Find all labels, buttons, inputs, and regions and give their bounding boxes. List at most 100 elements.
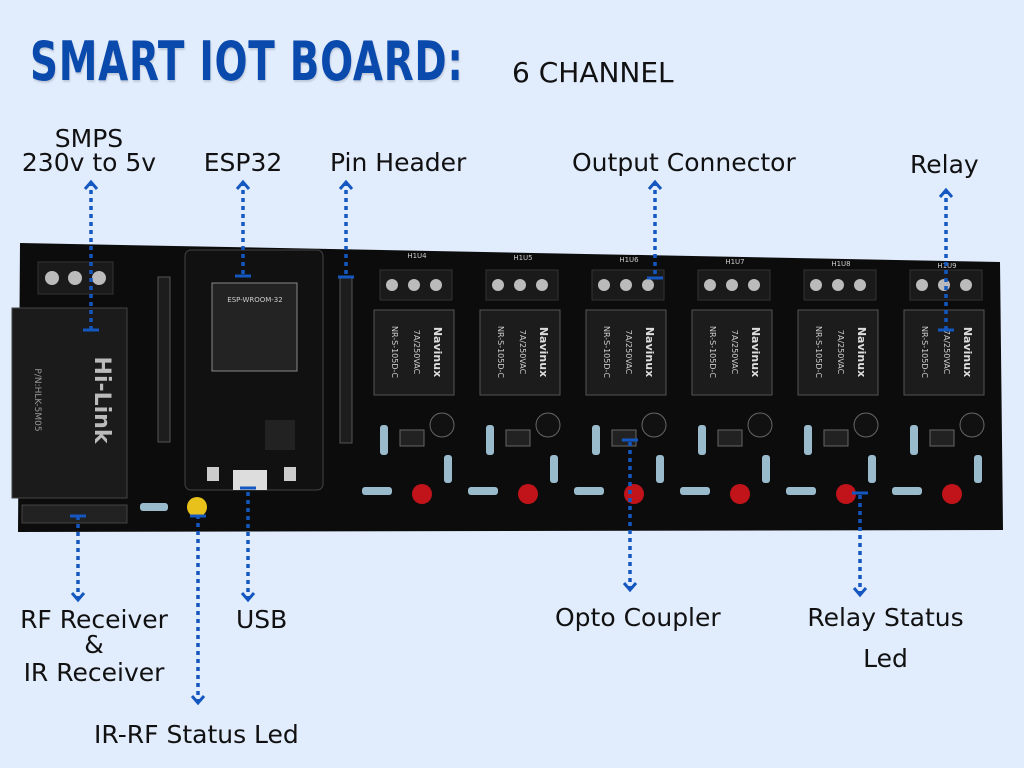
resistor bbox=[656, 455, 664, 483]
label-rf-3: IR Receiver bbox=[23, 658, 165, 687]
terminal-screw bbox=[598, 279, 610, 291]
esp32-devboard: ESP-WROOM-32 bbox=[184, 249, 324, 491]
terminal-screw bbox=[514, 279, 526, 291]
relay-brand-label: Navinux bbox=[643, 327, 656, 377]
terminal-screw bbox=[386, 279, 398, 291]
terminal-screw bbox=[810, 279, 822, 291]
arrow-opto-coupler bbox=[622, 438, 638, 593]
arrow-usb bbox=[240, 486, 256, 603]
terminal-screw bbox=[430, 279, 442, 291]
resistor bbox=[892, 487, 922, 495]
arrow-ir-rf-led bbox=[190, 514, 206, 706]
opto-coupler bbox=[505, 429, 531, 447]
transistor bbox=[641, 412, 667, 438]
terminal-screw bbox=[704, 279, 716, 291]
resistor bbox=[762, 455, 770, 483]
arrow-head bbox=[70, 592, 86, 603]
resistor bbox=[574, 487, 604, 495]
relay-rating-label: 7A/250VAC bbox=[518, 330, 527, 375]
channel-silk-label: H1U5 bbox=[513, 254, 532, 262]
terminal-screw bbox=[960, 279, 972, 291]
arrow-smps bbox=[83, 179, 99, 332]
label-rf-1: RF Receiver bbox=[20, 605, 168, 634]
resistor bbox=[550, 455, 558, 483]
relay-body bbox=[691, 309, 773, 396]
relay-status-led bbox=[836, 484, 856, 504]
diode bbox=[910, 425, 918, 455]
relay-status-led bbox=[624, 484, 644, 504]
transistor bbox=[853, 412, 879, 438]
arrow-head bbox=[240, 592, 256, 603]
arrow-pin-header bbox=[338, 179, 354, 279]
resistor bbox=[362, 487, 392, 495]
label-relay-led-2: Led bbox=[863, 644, 908, 673]
label-output-connector: Output Connector bbox=[572, 148, 796, 177]
arrow-head bbox=[647, 179, 663, 190]
relay-rating-label: 7A/250VAC bbox=[624, 330, 633, 375]
diode bbox=[486, 425, 494, 455]
label-ir-rf-led: IR-RF Status Led bbox=[94, 720, 299, 749]
relay-part-label: NR-S-105D-C bbox=[708, 326, 717, 378]
channel-silk-label: H1U6 bbox=[619, 256, 639, 264]
terminal-screw bbox=[726, 279, 738, 291]
label-pin-header: Pin Header bbox=[330, 148, 467, 177]
label-smps-2: 230v to 5v bbox=[21, 148, 157, 177]
relay-part-label: NR-S-105D-C bbox=[390, 326, 399, 378]
relay-status-led bbox=[412, 484, 432, 504]
opto-coupler bbox=[611, 429, 637, 447]
opto-coupler bbox=[717, 429, 743, 447]
esp32-module-label: ESP-WROOM-32 bbox=[227, 296, 282, 304]
transistor bbox=[959, 412, 985, 438]
resistor bbox=[444, 455, 452, 483]
relay-rating-label: 7A/250VAC bbox=[730, 330, 739, 375]
relay-rating-label: 7A/250VAC bbox=[836, 330, 845, 375]
channel-silk-label: H1U4 bbox=[407, 252, 427, 260]
transistor bbox=[535, 412, 561, 438]
rf-ir-receiver-header bbox=[21, 504, 128, 524]
label-usb: USB bbox=[236, 605, 288, 634]
resistor bbox=[868, 455, 876, 483]
ir-rf-status-led bbox=[187, 497, 207, 517]
resistor bbox=[786, 487, 816, 495]
arrow-esp32 bbox=[235, 179, 251, 278]
arrow-head bbox=[235, 179, 251, 190]
arrow-head bbox=[338, 179, 354, 190]
relay-status-led bbox=[942, 484, 962, 504]
page-subtitle: 6 CHANNEL bbox=[512, 56, 674, 89]
terminal-screw bbox=[938, 279, 950, 291]
resistor bbox=[974, 455, 982, 483]
relay-brand-label: Navinux bbox=[749, 327, 762, 377]
terminal-screw bbox=[642, 279, 654, 291]
arrow-head bbox=[938, 187, 954, 198]
terminal-screw bbox=[408, 279, 420, 291]
smps-brand: Hi-Link bbox=[89, 357, 114, 445]
terminal-screw bbox=[536, 279, 548, 291]
terminal-screw bbox=[916, 279, 928, 291]
smps-module: Hi-Link P/N:HLK-5M05 bbox=[11, 307, 128, 499]
resistor-u2r1 bbox=[140, 503, 168, 511]
transistor bbox=[747, 412, 773, 438]
relay-body bbox=[585, 309, 667, 396]
label-esp32: ESP32 bbox=[203, 148, 283, 177]
relay-body bbox=[373, 309, 455, 396]
relay-status-led bbox=[730, 484, 750, 504]
relay-brand-label: Navinux bbox=[537, 327, 550, 377]
arrow-relay-led bbox=[852, 491, 868, 598]
relay-status-led bbox=[518, 484, 538, 504]
page-title: SMART IOT BOARD: bbox=[30, 30, 464, 93]
label-opto-coupler: Opto Coupler bbox=[555, 603, 721, 632]
label-rf-2: & bbox=[84, 630, 104, 659]
label-relay-led-1: Relay Status bbox=[807, 603, 964, 632]
terminal-screw bbox=[620, 279, 632, 291]
terminal-screw bbox=[492, 279, 504, 291]
relay-part-label: NR-S-105D-C bbox=[496, 326, 505, 378]
resistor bbox=[468, 487, 498, 495]
relay-rating-label: 7A/250VAC bbox=[412, 330, 421, 375]
pin-header bbox=[339, 277, 353, 444]
channel-silk-label: H1U8 bbox=[831, 260, 850, 268]
smps-part-number: P/N:HLK-5M05 bbox=[32, 368, 42, 431]
